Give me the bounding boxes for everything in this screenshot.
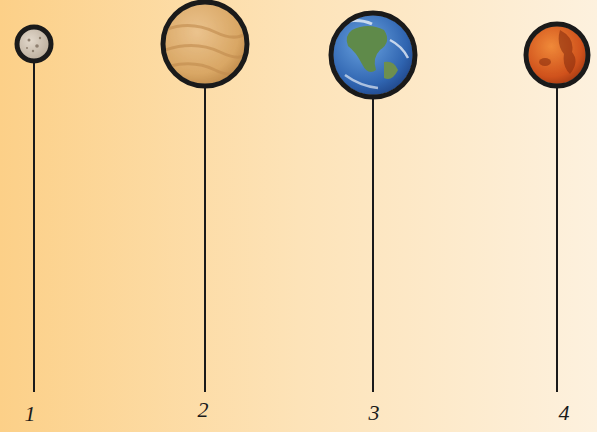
sticks — [34, 60, 557, 392]
callout-number: 4 — [559, 402, 570, 424]
callout-number: 2 — [198, 399, 209, 421]
callout-number: 3 — [369, 402, 380, 424]
mars — [526, 24, 588, 86]
venus — [163, 2, 250, 86]
callout-number: 1 — [25, 403, 36, 425]
earth — [331, 13, 415, 97]
mercury — [17, 27, 51, 61]
